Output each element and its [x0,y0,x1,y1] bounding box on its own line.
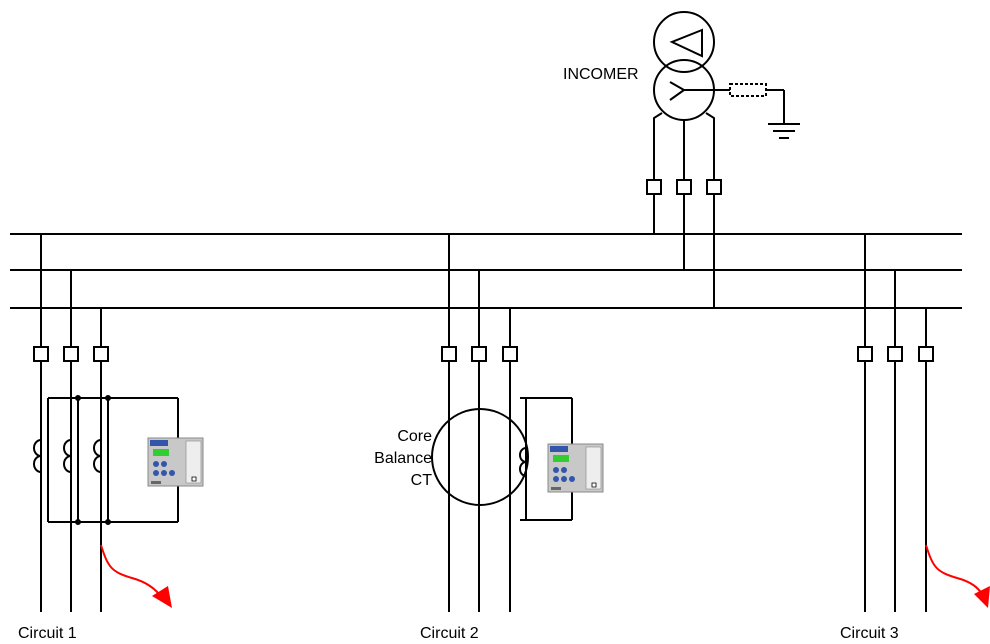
fault-arrow-head [974,586,990,608]
incomer-breaker [677,180,691,194]
core-balance-ct-label-line: CT [410,472,432,489]
earth-ground-icon [768,124,800,138]
fault-arrow-head [152,586,172,608]
core-balance-ct-label-line: Balance [374,450,432,467]
core-balance-ct [432,409,528,505]
circuit-2-breaker [503,347,517,361]
circuit-1-breaker [34,347,48,361]
circuit-1-breaker [64,347,78,361]
protection-relay-icon [148,438,203,486]
circuit-3-breaker [888,347,902,361]
incomer-breaker [707,180,721,194]
fault-arrow-icon [926,545,982,594]
incomer-label: INCOMER [563,66,639,83]
protection-relay-icon [548,444,603,492]
incomer-breaker [647,180,661,194]
circuit-2-breaker [472,347,486,361]
circuit-3-label: Circuit 3 [840,625,899,642]
core-balance-ct-label: Core Balance CT [360,426,432,492]
circuit-1-breaker [94,347,108,361]
circuit-3-breaker [919,347,933,361]
circuit-1-label: Circuit 1 [18,625,77,642]
current-transformers [34,398,178,522]
fault-arrow-icon [101,545,162,598]
core-balance-ct-label-line: Core [397,428,432,445]
circuit-2-label: Circuit 2 [420,625,479,642]
circuit-3-breaker [858,347,872,361]
circuit-2-breaker [442,347,456,361]
transformer-icon [654,12,784,124]
